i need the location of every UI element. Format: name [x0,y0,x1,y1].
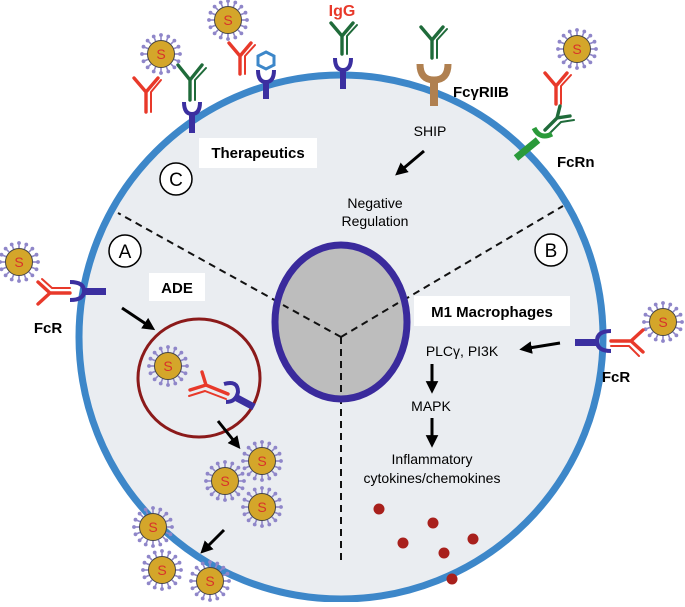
virus-letter: S [220,473,229,489]
nucleus-dividers [282,302,399,395]
antibody-icon [36,278,72,306]
antibody-icon [132,76,162,114]
ade-label: ADE [161,280,193,297]
ship-label: SHIP [414,123,447,139]
antibody-icon [419,25,448,60]
receptor-icon [256,69,276,99]
arrow-icon [200,528,226,554]
negative-regulation-line2: Regulation [342,213,409,229]
mapk-label: MAPK [411,398,451,414]
antibody-icon [543,71,572,106]
section-c-badge [159,162,193,196]
igg-label: IgG [329,3,356,20]
cytokine-dot-icon [397,537,409,549]
section-b-badge [534,233,568,267]
cytokine-dot-icon [427,517,439,529]
virus-letter: S [658,314,667,330]
endosome [136,317,262,439]
arrow-icon [519,341,561,354]
cytokine-dot-icon [446,573,458,585]
virus-letter: S [148,519,157,535]
receptor-icon [182,101,202,133]
ade-box [149,273,205,301]
receptor-icon [69,280,106,302]
virus-letter: S [223,12,232,28]
plc-pi3k-label: PLCγ, PI3K [426,343,499,359]
m1-macrophages-label: M1 Macrophages [431,304,553,321]
virus-letter: S [257,499,266,515]
fcgriib-label: FcγRIIB [453,84,509,101]
negative-regulation-line1: Negative [347,195,402,211]
arrow-icon [121,306,156,331]
virus-letter: S [157,562,166,578]
antibody-icon [188,370,230,400]
arrow-icon [395,149,425,176]
fcr-left-label: FcR [34,320,63,337]
receptor-icon [333,57,353,89]
inflammatory-line2: cytokines/chemokines [364,470,501,486]
fcrn-label: FcRn [557,154,595,171]
therapeutics-label: Therapeutics [211,145,304,162]
m1-macrophages-box [414,296,570,326]
antibody-icon [176,63,207,102]
arrow-icon [216,420,241,449]
fcr-right-label: FcR [602,369,631,386]
fcrn-receptor-icon [513,126,554,161]
antibody-icon [609,328,645,357]
nucleus [271,241,411,403]
virus-letter: S [572,41,581,57]
receptor-icon [223,381,256,411]
cytokine-dot-icon [467,533,479,545]
section-b-label: B [545,241,558,262]
hexagon-icon [256,50,276,71]
fcgriib-receptor-icon [416,63,452,106]
antibody-icon [543,104,575,135]
antibody-icon [227,41,256,76]
virus-letter: S [156,46,165,62]
cytokine-dot-icon [438,547,450,559]
virus-letter: S [14,254,23,270]
virus-letter: S [257,453,266,469]
inflammatory-line1: Inflammatory [392,451,473,467]
cytokine-dot-icon [373,503,385,515]
receptor-icon [575,329,612,353]
section-a-label: A [119,242,132,263]
therapeutics-box [199,138,317,168]
section-c-label: C [169,170,183,191]
virus-letters: S S S S S S S S S S S S [14,12,667,589]
cytokine-dots [373,503,479,585]
virus-letter: S [205,573,214,589]
section-a-badge [108,234,142,268]
virus-letter: S [163,358,172,374]
antibody-icon [329,21,358,56]
